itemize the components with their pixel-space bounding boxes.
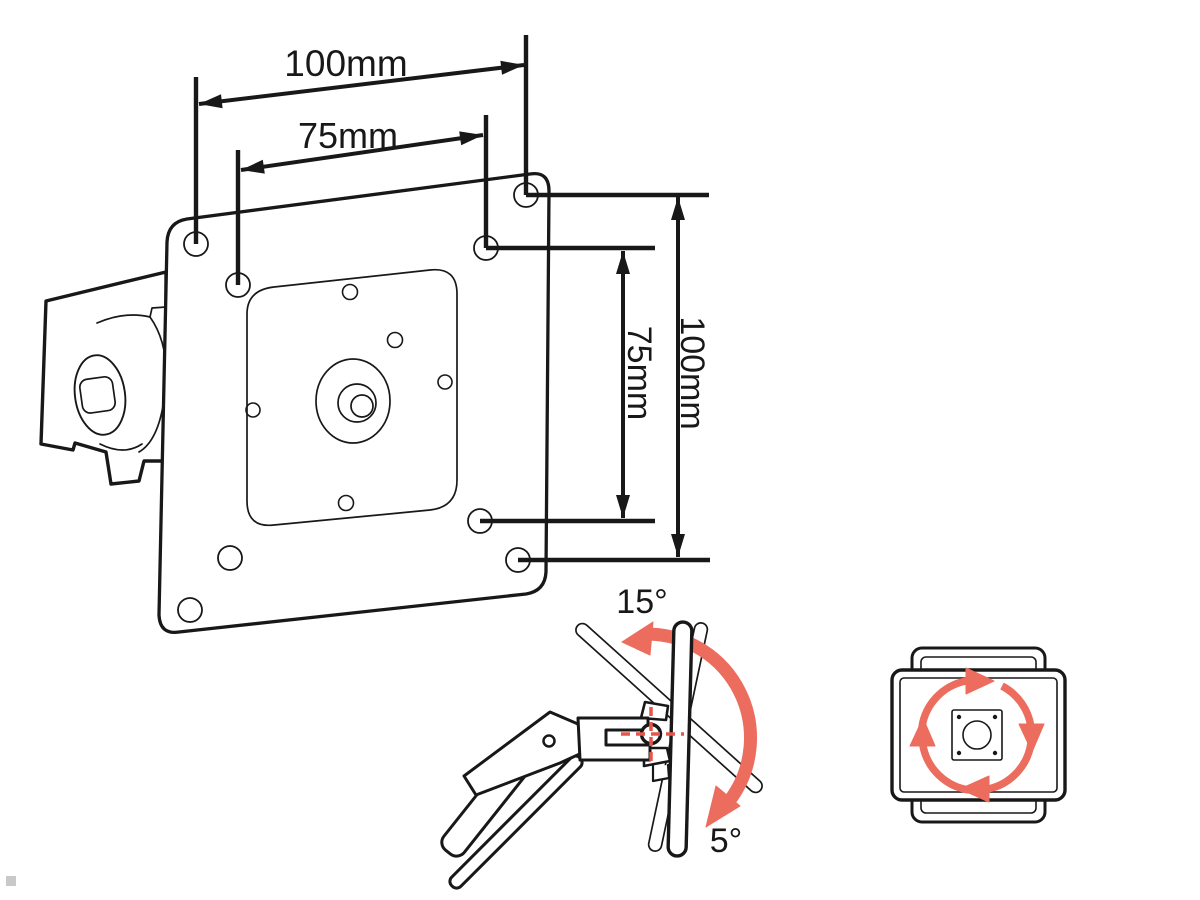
rotation-arrowhead-right [1018, 723, 1045, 753]
small-hole [245, 402, 261, 418]
dim-label-side-75mm: 75mm [620, 326, 658, 420]
hub-outer-ring [315, 358, 391, 444]
plate-outline [157, 171, 551, 635]
rotation-plate-center-hole [962, 720, 992, 750]
hub-middle-ring [337, 383, 377, 423]
arrowhead [616, 495, 630, 518]
vesa-100-hole-bottom-left [177, 597, 203, 623]
screw-dot [992, 750, 998, 756]
rotation-arrow-ring-fill [909, 667, 1045, 803]
tilt-arrowhead-up [621, 621, 654, 656]
tilt-up-label: 15° [616, 583, 667, 621]
arrowhead [671, 197, 685, 220]
tilt-clamp-step [651, 763, 671, 783]
inner-plate-holes [245, 283, 453, 512]
rotation-arc [987, 742, 1035, 793]
rotation-diagram [890, 646, 1067, 824]
arm-head-bracket [39, 270, 168, 486]
dim-label-side-100mm: 100mm [673, 316, 711, 429]
screw-dot [956, 714, 962, 720]
rotation-arc [1000, 682, 1035, 728]
arrowhead [616, 251, 630, 274]
dimension-annotations: 100mm 75mm 75mm 100mm [193, 35, 711, 563]
tilt-clamp-upper [639, 700, 670, 722]
dim-line-top-75 [240, 133, 484, 172]
rotation-arrowhead-left [909, 717, 936, 747]
pivot-crosshair [621, 707, 684, 762]
screw-dot [992, 714, 998, 720]
bracket-boss-ellipse [73, 354, 127, 436]
rotation-arrow-ring [909, 667, 1045, 803]
bracket-outline [39, 270, 168, 486]
watermark-pixel [6, 876, 16, 886]
arm-head-hole [542, 734, 556, 748]
arrowhead [241, 159, 265, 174]
central-hub [315, 358, 391, 444]
extension-lines [193, 35, 710, 563]
inner-plate-outline [246, 268, 458, 527]
tilt-diagram: 15° 5° [440, 583, 763, 890]
mount-arm [440, 710, 663, 890]
rotation-plate-square [951, 709, 1003, 761]
tilt-arrowhead-down [705, 785, 741, 828]
rotation-vesa-plate [951, 709, 1003, 761]
dimension-labels: 100mm 75mm 75mm 100mm [284, 43, 711, 430]
dim-label-top-100mm: 100mm [284, 43, 407, 84]
tilt-down-label: 5° [710, 822, 743, 860]
dimension-lines [198, 63, 680, 557]
tilt-labels: 15° 5° [616, 583, 742, 860]
small-hole [437, 374, 453, 390]
bracket-foot-curve [99, 443, 143, 451]
dim-label-top-75mm: 75mm [298, 115, 398, 156]
arrowhead [671, 534, 685, 557]
arrowhead [459, 131, 483, 146]
arrowhead [199, 94, 223, 109]
small-hole [337, 494, 355, 512]
dim-line-top-100 [198, 63, 525, 106]
arm-fork [576, 716, 652, 762]
small-hole [386, 331, 404, 349]
vesa-75-hole-bottom-left [217, 545, 243, 571]
dimension-arrowheads [199, 60, 685, 557]
arrowhead [500, 60, 524, 75]
rotation-arrowhead-top [965, 667, 995, 695]
screw-dot [956, 750, 962, 756]
vesa-plate-drawing [39, 171, 551, 635]
monitor-side-view [666, 620, 694, 858]
bracket-square-socket [78, 375, 117, 414]
rotation-arrowhead-bottom [959, 775, 990, 803]
rotation-plate-screws [956, 714, 998, 756]
small-hole [341, 283, 359, 301]
hub-center-hole [350, 394, 374, 418]
